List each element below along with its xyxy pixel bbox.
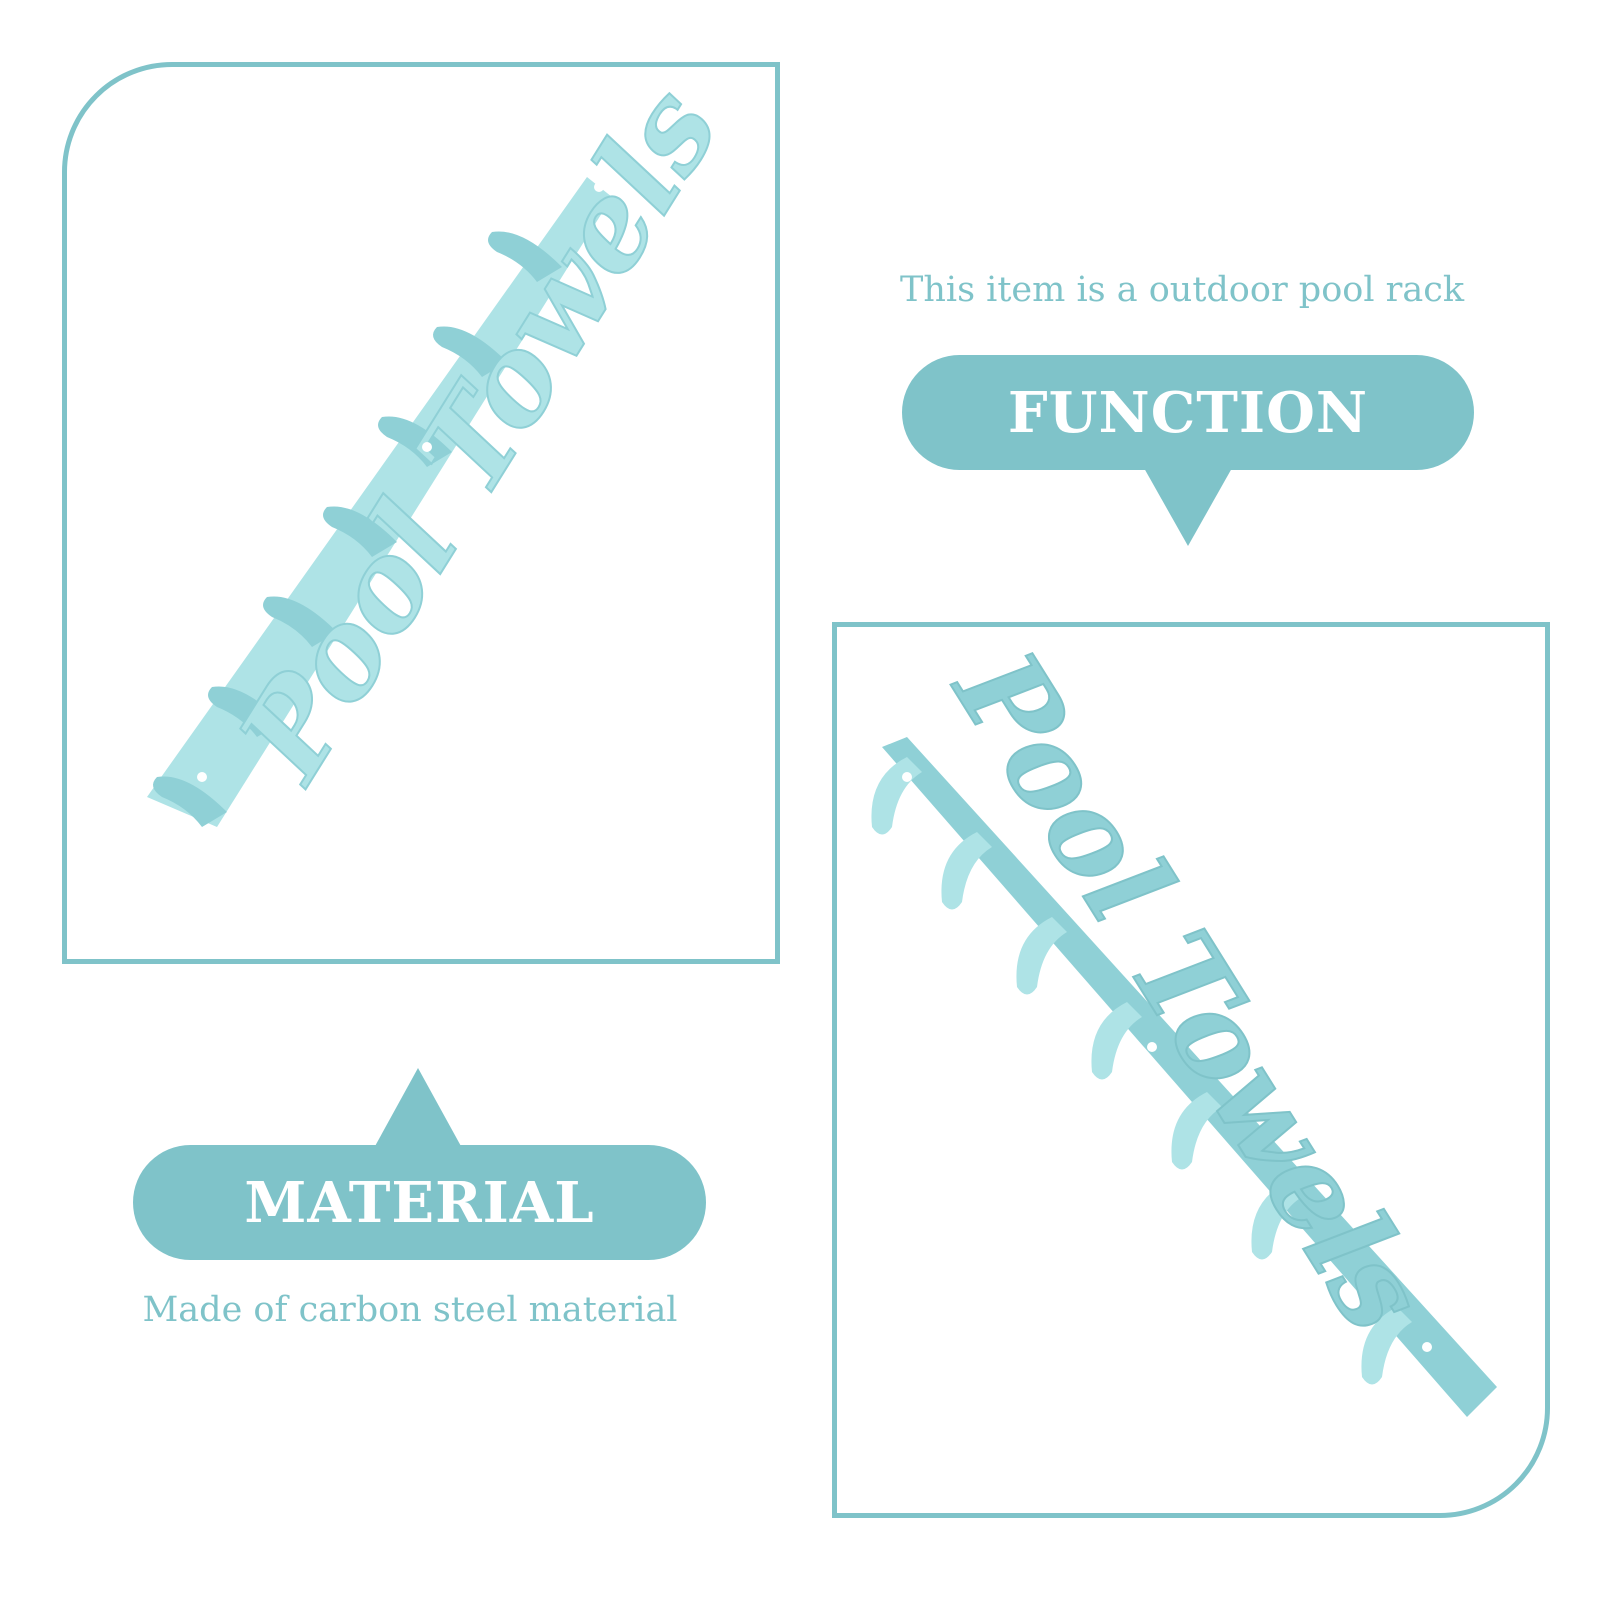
product-photo-frame-angled: Pool Towels [62, 62, 780, 964]
rack-hook [153, 776, 227, 827]
rack-sign-lettering: Pool Towels [210, 67, 746, 805]
rack-hook [1171, 1092, 1222, 1170]
rack-hook [488, 231, 562, 282]
rack-hook [871, 757, 922, 835]
product-photo-frame-front: Pool Towels [832, 622, 1550, 1518]
mounting-hole [594, 182, 604, 192]
rack-hook [941, 832, 992, 910]
rack-bar [147, 177, 612, 827]
mounting-hole [197, 772, 207, 782]
mounting-hole [902, 772, 912, 782]
towel-rack-photo-front: Pool Towels [871, 627, 1497, 1417]
towel-rack-angled: Pool Towels [147, 67, 747, 827]
rack-hook [1091, 1002, 1142, 1080]
mounting-hole [1422, 1342, 1432, 1352]
rack-bar [882, 737, 1497, 1417]
towel-rack-front: Pool Towels [871, 627, 1497, 1417]
material-caption: Made of carbon steel material [142, 1290, 678, 1330]
material-label: MATERIAL [133, 1145, 706, 1260]
rack-hook [1361, 1307, 1412, 1385]
towel-rack-photo-angled: Pool Towels [147, 67, 747, 827]
function-pointer [1144, 468, 1232, 546]
function-label: FUNCTION [902, 355, 1474, 470]
rack-hook [1251, 1182, 1302, 1260]
rack-hook [208, 686, 282, 737]
rack-hook [378, 416, 452, 467]
rack-hook [433, 326, 507, 377]
rack-hook [1016, 917, 1067, 995]
mounting-hole [422, 442, 432, 452]
rack-hook [263, 596, 337, 647]
rack-sign-lettering: Pool Towels [927, 627, 1454, 1355]
material-pointer [374, 1068, 462, 1148]
mounting-hole [1147, 1042, 1157, 1052]
rack-hook [323, 506, 397, 557]
function-caption: This item is a outdoor pool rack [900, 270, 1465, 310]
